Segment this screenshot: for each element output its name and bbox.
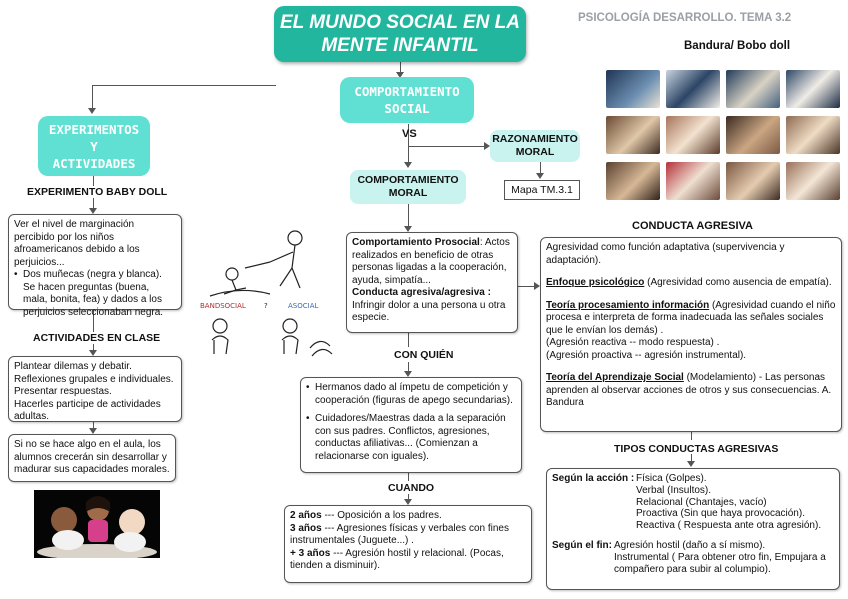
bobo-doll-photo: [666, 162, 720, 200]
conclusion-text: Si no se hace algo en el aula, los alumn…: [14, 439, 170, 477]
actividad-line: Presentar respuestas.: [14, 386, 176, 399]
sketch-illustration: BANDSOCIAL ? ASOCIAL: [200, 228, 340, 368]
enfoque-definition: (Agresividad como ausencia de empatía).: [644, 277, 831, 288]
vs-label: VS: [402, 128, 417, 140]
moral-label: COMPORTAMIENTO: [350, 174, 466, 187]
razonamiento-moral-node: RAZONAMIENTO MORAL: [490, 130, 580, 162]
comp-social-label: SOCIAL: [340, 100, 474, 117]
bobo-doll-photo: [726, 70, 780, 108]
fin-item: Instrumental ( Para obtener otro fin, Em…: [614, 552, 834, 576]
sketch-label-right: ASOCIAL: [288, 302, 318, 310]
doll-experiment-photo: [34, 490, 160, 558]
bobo-doll-photo: [726, 162, 780, 200]
doll-experiment-illustration: [34, 490, 160, 558]
cuando-age: + 3 años: [290, 548, 330, 559]
cuando-age: 3 años: [290, 523, 322, 534]
conclusion-card: Si no se hace algo en el aula, los alumn…: [8, 434, 176, 482]
bobo-doll-photo: [666, 116, 720, 154]
cuando-title: CUANDO: [388, 482, 434, 494]
enfoque-term: Enfoque psicológico: [546, 277, 644, 288]
accion-item: Física (Golpes).: [636, 473, 821, 485]
razonamiento-label: MORAL: [490, 146, 580, 159]
segun-accion-label: Según la acción :: [552, 473, 636, 532]
tipos-card: Según la acción : Física (Golpes). Verba…: [546, 468, 840, 590]
cuando-age: 2 años: [290, 510, 322, 521]
people-sketch-icon: BANDSOCIAL ? ASOCIAL: [200, 228, 340, 368]
actividad-line: Hacerles participe de actividades adulta…: [14, 399, 176, 424]
experimentos-label: Y: [38, 138, 150, 155]
teoria-procesamiento-line: (Agresión proactiva -- agresión instrume…: [546, 350, 836, 363]
con-quien-card: Hermanos dado al ímpetu de competición y…: [300, 377, 522, 473]
razonamiento-label: RAZONAMIENTO: [490, 133, 580, 146]
cuando-card: 2 años --- Oposición a los padres. 3 año…: [284, 505, 532, 583]
bobo-doll-photo: [606, 162, 660, 200]
accion-item: Relacional (Chantajes, vacío): [636, 497, 821, 509]
fin-item: Agresión hostil (daño a sí mismo).: [614, 540, 834, 552]
comportamiento-moral-node: COMPORTAMIENTO MORAL: [350, 170, 466, 204]
sketch-label-left: BANDSOCIAL: [200, 302, 246, 310]
accion-item: Proactiva (Sin que haya provocación).: [636, 508, 821, 520]
agresiva-term: Conducta agresiva/agresiva :: [352, 287, 491, 298]
bobo-doll-photo: [786, 70, 840, 108]
moral-label: MORAL: [350, 187, 466, 200]
teoria-aprendizaje-term: Teoría del Aprendizaje Social: [546, 372, 684, 383]
actividad-line: Plantear dilemas y debatir.: [14, 361, 176, 374]
teoria-procesamiento-term: Teoría procesamiento información: [546, 300, 709, 311]
segun-fin-label: Según el fin:: [552, 540, 614, 575]
teoria-procesamiento-line: (Agresión reactiva -- modo respuesta) .: [546, 337, 836, 350]
bobo-doll-photo: [606, 70, 660, 108]
cuando-text: --- Agresiones físicas y verbales con fi…: [290, 523, 509, 547]
comp-social-label: COMPORTAMIENTO: [340, 83, 474, 100]
con-quien-item: Hermanos dado al ímpetu de competición y…: [306, 382, 516, 407]
experimentos-label: ACTIVIDADES: [38, 155, 150, 172]
bobo-doll-photo: [786, 116, 840, 154]
mapa-reference: Mapa TM.3.1: [504, 180, 580, 200]
bobo-doll-photo-grid: [606, 70, 842, 204]
actividades-card: Plantear dilemas y debatir. Reflexiones …: [8, 356, 182, 422]
baby-doll-card: Ver el nivel de marginación percibido po…: [8, 214, 182, 310]
actividades-title: ACTIVIDADES EN CLASE: [33, 332, 160, 344]
bobo-doll-photo: [606, 116, 660, 154]
experimentos-node: EXPERIMENTOS Y ACTIVIDADES: [38, 116, 150, 176]
con-quien-item: Cuidadores/Maestras dada a la separación…: [306, 413, 516, 463]
bobo-doll-photo: [666, 70, 720, 108]
bandura-label: Bandura/ Bobo doll: [684, 40, 790, 52]
course-header: PSICOLOGÍA DESARROLLO. TEMA 3.2: [578, 12, 791, 24]
cuando-text: --- Oposición a los padres.: [322, 510, 442, 521]
conducta-agresiva-title: CONDUCTA AGRESIVA: [632, 220, 753, 232]
cuando-row: + 3 años --- Agresión hostil y relaciona…: [290, 548, 526, 573]
baby-doll-text: Ver el nivel de marginación percibido po…: [14, 219, 176, 269]
cuando-row: 3 años --- Agresiones físicas y verbales…: [290, 523, 526, 548]
actividad-line: Reflexiones grupales e individuales.: [14, 374, 176, 387]
accion-item: Reactiva ( Respuesta ante otra agresión)…: [636, 520, 821, 532]
baby-doll-bullet: Dos muñecas (negra y blanca). Se hacen p…: [14, 269, 176, 319]
cuando-row: 2 años --- Oposición a los padres.: [290, 510, 526, 523]
tipos-title: TIPOS CONDUCTAS AGRESIVAS: [614, 443, 778, 455]
agresiva-definition: Infringir dolor a una persona u otra esp…: [352, 300, 512, 325]
accion-item: Verbal (Insultos).: [636, 485, 821, 497]
comportamiento-social-node: COMPORTAMIENTO SOCIAL: [340, 77, 474, 123]
main-title: EL MUNDO SOCIAL EN LA MENTE INFANTIL: [274, 6, 526, 62]
bobo-doll-photo: [786, 162, 840, 200]
con-quien-title: CON QUIÉN: [394, 349, 454, 361]
conducta-intro: Agresividad como función adaptativa (sup…: [546, 242, 836, 267]
experimentos-label: EXPERIMENTOS: [38, 121, 150, 138]
sketch-label-mid: ?: [264, 302, 268, 310]
prosocial-card: Comportamiento Prosocial: Actos realizad…: [346, 232, 518, 333]
baby-doll-title: EXPERIMENTO BABY DOLL: [27, 186, 167, 198]
prosocial-term: Comportamiento Prosocial: [352, 237, 480, 248]
bobo-doll-photo: [726, 116, 780, 154]
conducta-agresiva-card: Agresividad como función adaptativa (sup…: [540, 237, 842, 432]
